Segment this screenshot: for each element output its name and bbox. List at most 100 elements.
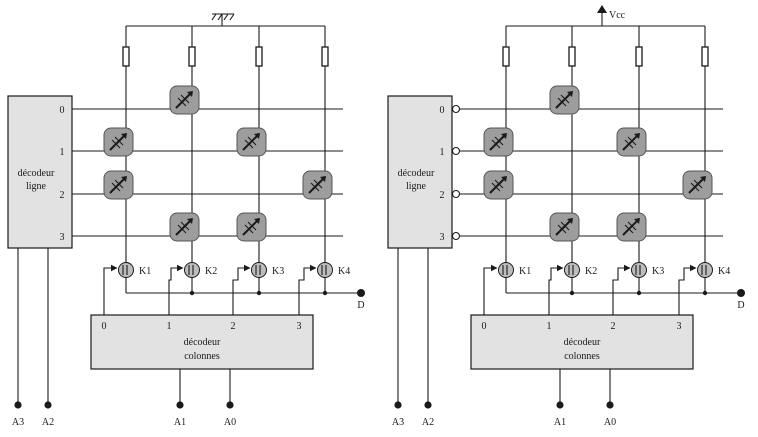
cell-gate bbox=[180, 94, 190, 104]
cell-gate bbox=[624, 224, 634, 234]
switch-control-wire bbox=[232, 264, 251, 315]
pull-up-resistor bbox=[635, 46, 643, 67]
address-pin-label: A0 bbox=[224, 417, 236, 428]
cell-gate bbox=[491, 182, 501, 192]
cell-gate bbox=[693, 179, 703, 189]
switch-label: K4 bbox=[338, 266, 350, 277]
cell-diagonal bbox=[489, 133, 507, 151]
cell-arrowhead bbox=[121, 133, 127, 139]
row-output-number: 0 bbox=[440, 105, 445, 116]
address-pin-dot bbox=[226, 401, 234, 409]
address-pin-label: A3 bbox=[12, 417, 24, 428]
address-pin-dot bbox=[44, 401, 52, 409]
cell-diagonal bbox=[622, 218, 640, 236]
junction-dot bbox=[189, 290, 195, 296]
cell-arrowhead bbox=[187, 91, 193, 97]
data-output-dot bbox=[737, 289, 745, 297]
ground-hatch bbox=[217, 13, 223, 21]
cell-arrowhead bbox=[634, 133, 640, 139]
cell-diagonal bbox=[109, 176, 127, 194]
memory-cell-transistor-icon bbox=[682, 170, 713, 200]
memory-cell-transistor-icon bbox=[549, 212, 580, 242]
cell-arrowhead bbox=[700, 176, 706, 182]
junction-dot bbox=[636, 290, 642, 296]
cell-arrowhead bbox=[634, 218, 640, 224]
cell-gate bbox=[690, 182, 700, 192]
cell-diagonal bbox=[489, 176, 507, 194]
row-output-number: 3 bbox=[440, 232, 445, 243]
switch-control-wire bbox=[612, 264, 631, 315]
cell-gate bbox=[244, 139, 254, 149]
junction-dot bbox=[322, 290, 328, 296]
data-output-dot bbox=[357, 289, 365, 297]
switch-control-wire bbox=[548, 264, 564, 315]
switch-transistor-icon bbox=[498, 262, 514, 278]
column-input-number: 0 bbox=[482, 321, 487, 332]
cell-arrowhead bbox=[254, 133, 260, 139]
switch-transistor-icon bbox=[631, 262, 647, 278]
pull-up-resistor bbox=[122, 46, 130, 67]
column-input-number: 1 bbox=[167, 321, 172, 332]
switch-label: K3 bbox=[652, 266, 664, 277]
ground-hatch bbox=[223, 13, 229, 21]
column-decoder-label: colonnes bbox=[564, 351, 600, 362]
memory-cell-transistor-icon bbox=[236, 212, 267, 242]
memory-cell-transistor-icon bbox=[549, 85, 580, 115]
address-pin-label: A2 bbox=[42, 417, 54, 428]
vcc-arrow-icon bbox=[597, 5, 607, 26]
row-output-number: 1 bbox=[440, 147, 445, 158]
cell-arrowhead bbox=[501, 176, 507, 182]
address-pin-dot bbox=[394, 401, 402, 409]
pull-up-resistor bbox=[255, 46, 263, 67]
address-pin-dot bbox=[176, 401, 184, 409]
cell-gate bbox=[180, 221, 190, 231]
switch-control-wire bbox=[103, 264, 118, 315]
address-pin-label: A0 bbox=[604, 417, 616, 428]
cell-diagonal bbox=[175, 218, 193, 236]
switch-transistor-icon bbox=[118, 262, 134, 278]
row-output-number: 1 bbox=[60, 147, 65, 158]
row-output-number: 2 bbox=[60, 190, 65, 201]
row-output-number: 2 bbox=[440, 190, 445, 201]
column-input-number: 1 bbox=[547, 321, 552, 332]
switch-label: K2 bbox=[205, 266, 217, 277]
switch-transistor-icon bbox=[564, 262, 580, 278]
cell-gate bbox=[494, 136, 504, 146]
column-input-number: 3 bbox=[297, 321, 302, 332]
cell-gate bbox=[114, 136, 124, 146]
switch-label: K2 bbox=[585, 266, 597, 277]
junction-dot bbox=[256, 290, 262, 296]
inverter-bubble bbox=[451, 146, 461, 156]
cell-diagonal bbox=[688, 176, 706, 194]
cell-diagonal bbox=[242, 218, 260, 236]
address-pin-dot bbox=[424, 401, 432, 409]
switch-transistor-icon bbox=[317, 262, 333, 278]
column-input-number: 2 bbox=[231, 321, 236, 332]
cell-gate bbox=[310, 182, 320, 192]
cell-arrowhead bbox=[254, 218, 260, 224]
row-decoder-box bbox=[387, 95, 453, 249]
ground-hatch bbox=[229, 13, 235, 21]
pull-up-resistor bbox=[568, 46, 576, 67]
switch-label: K4 bbox=[718, 266, 730, 277]
address-pin-label: A1 bbox=[174, 417, 186, 428]
switch-label: K3 bbox=[272, 266, 284, 277]
row-decoder-label: ligne bbox=[26, 181, 47, 192]
data-output-label: D bbox=[357, 300, 364, 311]
column-decoder-box bbox=[470, 314, 694, 370]
cell-gate bbox=[624, 139, 634, 149]
cell-gate bbox=[244, 224, 254, 234]
switch-control-wire bbox=[298, 264, 317, 315]
row-decoder-label: décodeur bbox=[18, 168, 55, 179]
cell-gate bbox=[627, 136, 637, 146]
column-decoder-box bbox=[90, 314, 314, 370]
switch-label: K1 bbox=[519, 266, 531, 277]
cell-gate bbox=[177, 224, 187, 234]
column-decoder-label: décodeur bbox=[564, 337, 601, 348]
junction-dot bbox=[702, 290, 708, 296]
junction-dot bbox=[569, 290, 575, 296]
cell-diagonal bbox=[242, 133, 260, 151]
column-input-number: 0 bbox=[102, 321, 107, 332]
